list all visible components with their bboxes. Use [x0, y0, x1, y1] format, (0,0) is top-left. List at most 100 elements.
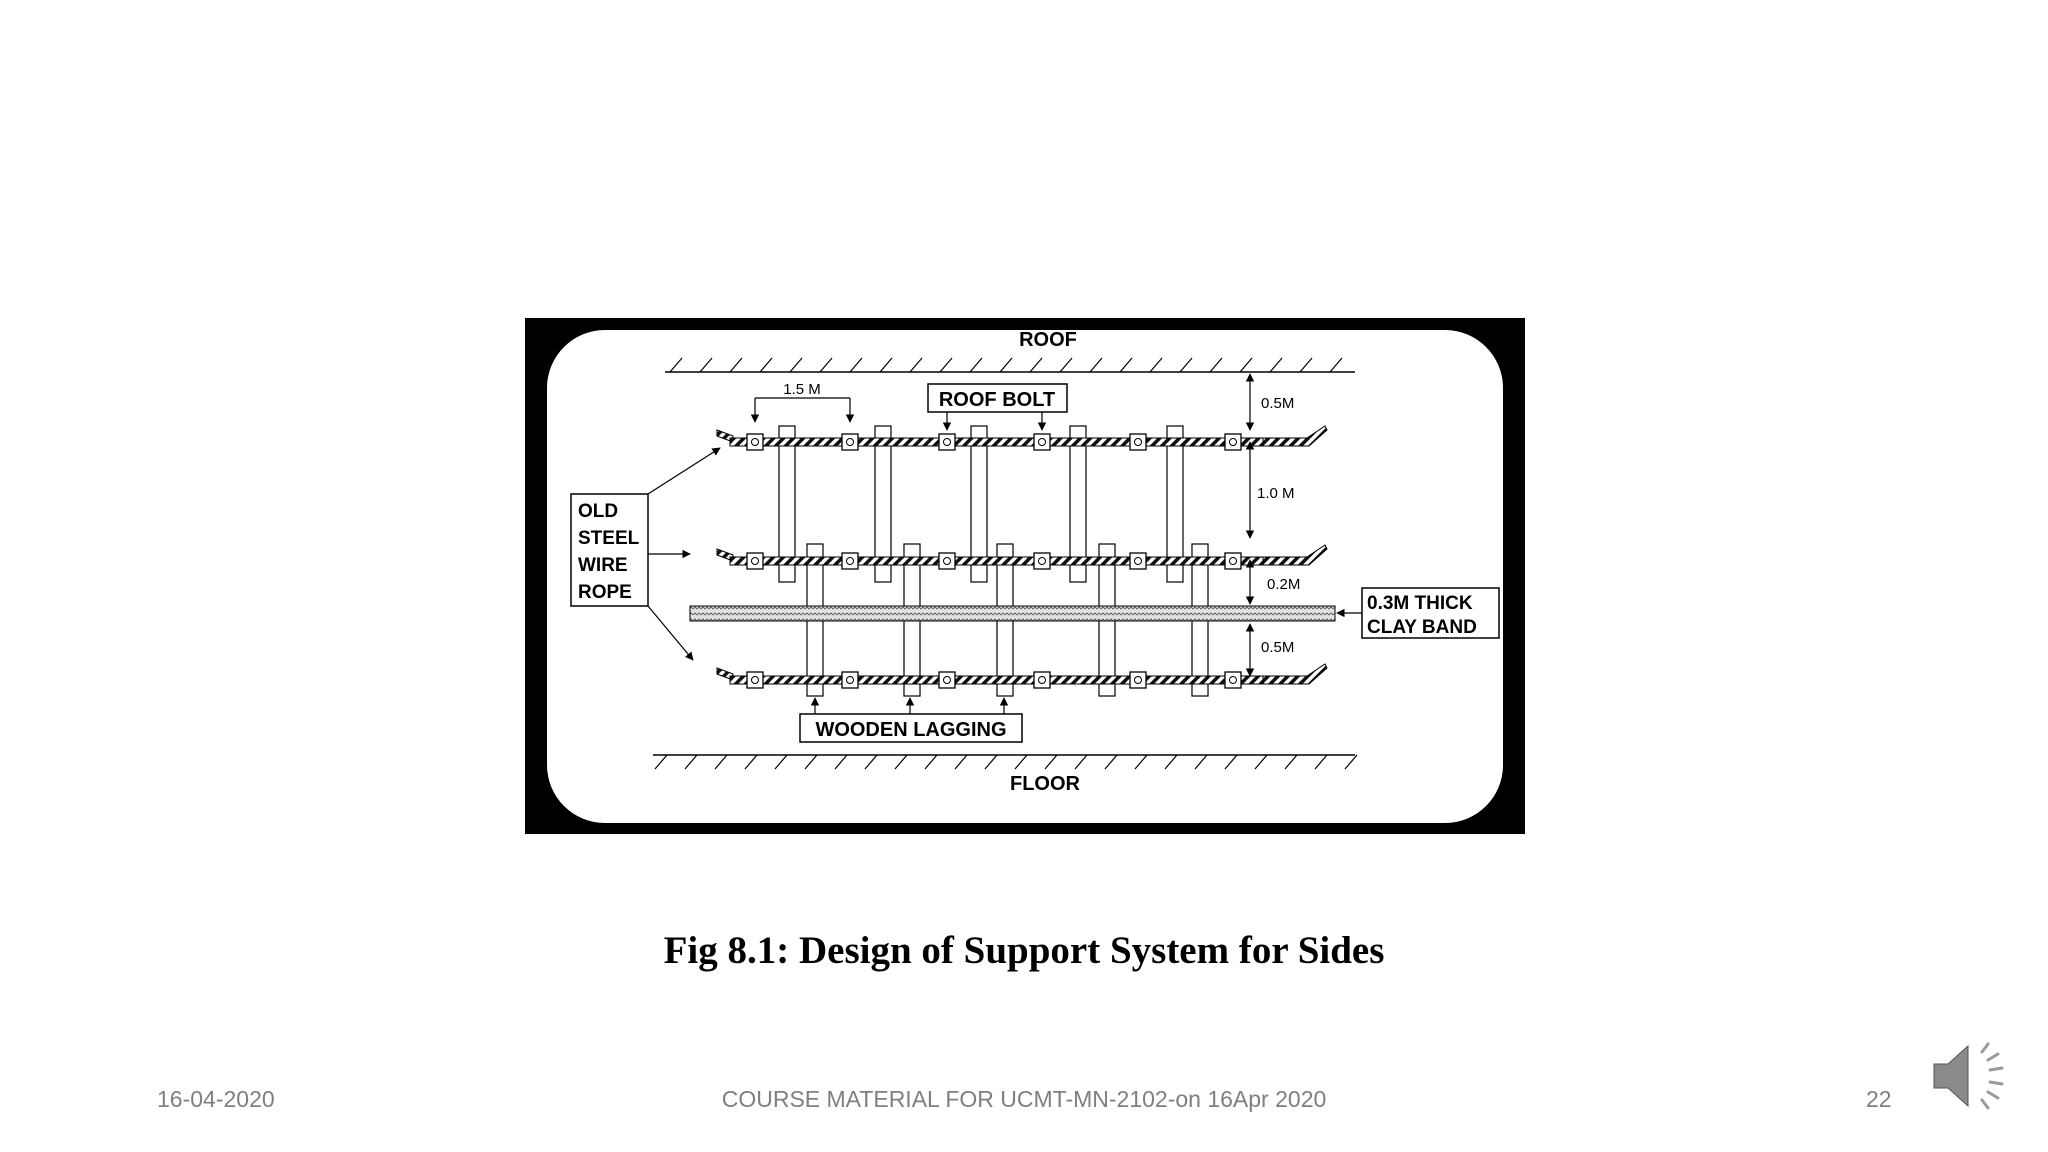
steel-wire-rope — [729, 556, 1266, 566]
floor-hatch-mark — [1254, 754, 1268, 770]
rope-end — [1262, 425, 1328, 447]
roof-hatch-mark — [759, 357, 773, 373]
support-system-figure: ROOF FLOOR 1.5 M ROOF BOLT — [525, 318, 1525, 834]
roof-hatch-mark — [1299, 357, 1313, 373]
roof-hatch-mark — [789, 357, 803, 373]
floor-hatch-mark — [744, 754, 758, 770]
floor-hatch-mark — [1344, 754, 1358, 770]
roof-hatch-mark — [819, 357, 833, 373]
rope-label-line-4: ROPE — [578, 582, 632, 603]
footer-date: 16-04-2020 — [157, 1086, 275, 1112]
roof-bolt-head — [751, 557, 759, 565]
floor-hatch-mark — [774, 754, 788, 770]
roof-bolt-head — [1229, 557, 1237, 565]
rope-label-line-2: STEEL — [578, 528, 640, 549]
floor-hatch-mark — [1224, 754, 1238, 770]
dim-middle-label: 1.0 M — [1257, 485, 1295, 502]
dim-top-label: 0.5M — [1261, 395, 1294, 412]
footer-page-number: 22 — [1866, 1086, 1892, 1112]
roof-hatch-mark — [1029, 357, 1043, 373]
floor-label: FLOOR — [1010, 773, 1081, 795]
steel-wire-rope — [729, 437, 1266, 447]
roof-hatch-mark — [1329, 357, 1343, 373]
clay-band-callout: 0.3M THICK CLAY BAND — [1336, 587, 1500, 639]
floor-hatch-mark — [954, 754, 968, 770]
roof-hatch-mark — [1209, 357, 1223, 373]
wooden-lagging-label: WOODEN LAGGING — [815, 719, 1006, 741]
rope-end — [1262, 663, 1328, 685]
wooden-lagging-callout: WOODEN LAGGING — [799, 697, 1023, 743]
wooden-lagging-plank — [970, 425, 988, 583]
roof-hatch-mark — [1269, 357, 1283, 373]
bolt-spacing-dimension: 1.5 M — [750, 381, 855, 423]
roof-bolt-head — [1134, 557, 1142, 565]
wooden-lagging-planks — [778, 425, 1209, 697]
rope-label-line-3: WIRE — [578, 555, 628, 576]
roof-bolt-callout: ROOF BOLT — [927, 383, 1068, 431]
roof-hatch-mark — [969, 357, 983, 373]
floor-hatch-mark — [1074, 754, 1088, 770]
steel-wire-rope — [729, 675, 1266, 685]
roof-hatch-mark — [939, 357, 953, 373]
roof-bolt-head — [1229, 438, 1237, 446]
dim-lower-clay-label: 0.5M — [1261, 639, 1294, 656]
roof-hatch-mark — [699, 357, 713, 373]
floor-hatch-mark — [864, 754, 878, 770]
floor-hatch-mark — [684, 754, 698, 770]
steel-wire-ropes — [716, 425, 1328, 685]
floor-hatching — [654, 754, 1358, 770]
roof-hatch-mark — [729, 357, 743, 373]
floor-hatch-mark — [1044, 754, 1058, 770]
floor-hatch-mark — [834, 754, 848, 770]
wooden-lagging-plank — [1069, 425, 1087, 583]
wooden-lagging-plank — [1166, 425, 1184, 583]
floor-hatch-mark — [1194, 754, 1208, 770]
floor-hatch-mark — [1314, 754, 1328, 770]
roof-bolt-head — [1134, 438, 1142, 446]
floor-hatch-mark — [924, 754, 938, 770]
floor-hatch-mark — [894, 754, 908, 770]
speaker-icon[interactable] — [1930, 1038, 2010, 1114]
roof-bolt-head — [1229, 676, 1237, 684]
floor-hatch-mark — [714, 754, 728, 770]
rope-end — [1262, 544, 1328, 566]
bolt-spacing-label: 1.5 M — [783, 381, 821, 398]
floor-hatch-mark — [984, 754, 998, 770]
roof-bolt-label: ROOF BOLT — [939, 389, 1055, 411]
roof-bolt-head — [846, 557, 854, 565]
roof-bolt-head — [1134, 676, 1142, 684]
floor-hatch-mark — [654, 754, 668, 770]
floor-hatch-mark — [1164, 754, 1178, 770]
roof-hatch-mark — [879, 357, 893, 373]
roof-hatch-mark — [1239, 357, 1253, 373]
roof-bolt-head — [846, 676, 854, 684]
floor-hatch-mark — [1134, 754, 1148, 770]
roof-label: ROOF — [1019, 329, 1077, 351]
roof-hatch-mark — [849, 357, 863, 373]
roof-hatch-mark — [1149, 357, 1163, 373]
clay-band — [689, 605, 1336, 622]
footer-course-title: COURSE MATERIAL FOR UCMT-MN-2102-on 16Ap… — [721, 1086, 1327, 1112]
figure-caption: Fig 8.1: Design of Support System for Si… — [663, 929, 1385, 972]
roof-bolts — [746, 433, 1242, 689]
roof-hatch-mark — [1089, 357, 1103, 373]
wooden-lagging-plank — [778, 425, 796, 583]
roof-bolt-head — [943, 676, 951, 684]
roof-hatch-mark — [999, 357, 1013, 373]
roof-hatch-mark — [1179, 357, 1193, 373]
vertical-dimensions: 0.5M 1.0 M 0.2M 0.5M — [1245, 373, 1300, 677]
roof-hatch-mark — [1119, 357, 1133, 373]
clay-band-label-line-2: CLAY BAND — [1367, 617, 1477, 638]
roof-hatch-mark — [669, 357, 683, 373]
floor-hatch-mark — [1014, 754, 1028, 770]
floor-hatch-mark — [1284, 754, 1298, 770]
roof-hatching — [669, 357, 1343, 373]
floor-hatch-mark — [804, 754, 818, 770]
roof-hatch-mark — [1059, 357, 1073, 373]
steel-wire-rope-callout: OLD STEEL WIRE ROPE — [570, 447, 721, 661]
roof-bolt-head — [943, 557, 951, 565]
support-system-diagram: ROOF FLOOR 1.5 M ROOF BOLT — [547, 329, 1503, 823]
roof-bolt-head — [846, 438, 854, 446]
clay-band-label-line-1: 0.3M THICK — [1367, 593, 1473, 614]
wooden-lagging-plank — [874, 425, 892, 583]
